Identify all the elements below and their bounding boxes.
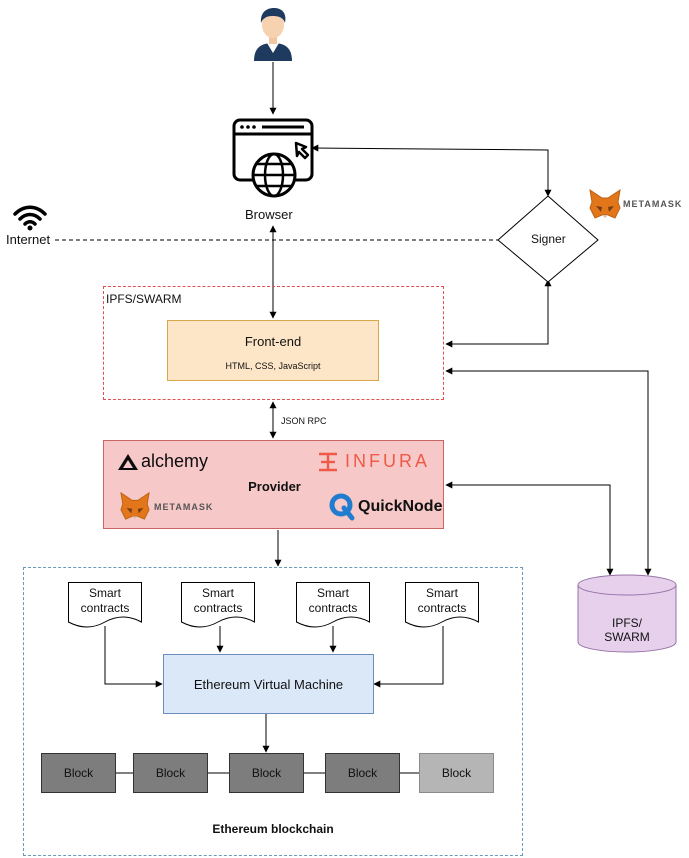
quicknode-logo-icon [329,493,355,521]
contract-label-line1: Smart [425,586,458,600]
ipfs-db-label-line2: SWARM [604,630,650,644]
wifi-icon [13,205,47,231]
contract-label-line1: Smart [201,586,234,600]
document-shape [405,582,479,628]
provider-label: Provider [248,479,301,494]
contract-label-line2: contracts [308,601,358,615]
ethereum-blockchain-group [23,567,523,856]
frontend-subtitle: HTML, CSS, JavaScript [225,361,321,371]
provider-box: alchemy INFURA Provider METAMASK QuickNo… [103,440,444,529]
signer-label: Signer [531,232,566,246]
contract-label-line1: Smart [88,586,121,600]
ipfs-swarm-database-icon [577,574,677,653]
block-3: Block [229,753,304,793]
frontend-box: Front-end HTML, CSS, JavaScript [167,320,379,381]
browser-signer-arrow [311,144,552,197]
provider-db-arrow [445,481,614,576]
ipfs-group-db-arrow [445,367,652,576]
frontend-title: Front-end [244,334,302,349]
contract-label-line2: contracts [80,601,130,615]
browser-window-icon [232,118,314,198]
internet-label: Internet [6,232,51,247]
smart-contract-2: Smart contracts [181,582,255,635]
quicknode-logo-text: QuickNode [358,498,443,515]
metamask-top-label: METAMASK [623,199,683,209]
alchemy-logo-icon [118,454,138,470]
ipfs-swarm-group-label: IPFS/SWARM [106,292,182,306]
block-2: Block [133,753,208,793]
contract-label-line1: Smart [316,586,349,600]
contract-label-line2: contracts [193,601,243,615]
signer-ipfs-arrow [445,279,552,348]
contract1-evm-arrow [104,626,163,688]
metamask-provider-label: METAMASK [154,502,214,512]
ethereum-virtual-machine-box: Ethereum Virtual Machine [163,654,374,714]
ethereum-blockchain-label: Ethereum blockchain [212,822,334,836]
alchemy-logo-text: alchemy [141,451,209,471]
signer-diamond [497,195,599,283]
ipfs-swarm-hosting-group: IPFS/SWARM [103,286,444,400]
block-4: Block [325,753,400,793]
document-shape [181,582,255,628]
json-rpc-label: JSON RPC [281,416,327,426]
contract4-evm-arrow [373,626,444,688]
document-shape [296,582,370,628]
block-1: Block [41,753,116,793]
infura-logo-icon [319,452,337,472]
document-shape [68,582,142,628]
block-5-pending: Block [419,753,494,793]
metamask-provider-fox-icon [120,491,150,520]
metamask-fox-icon [589,188,621,219]
smart-contract-4: Smart contracts [405,582,479,635]
contract-label-line2: contracts [417,601,467,615]
infura-logo-text: INFURA [345,451,430,471]
user-avatar-icon [254,8,292,61]
browser-label: Browser [245,207,293,222]
smart-contract-3: Smart contracts [296,582,370,635]
smart-contract-1: Smart contracts [68,582,142,635]
ipfs-db-label-line1: IPFS/ [611,616,642,630]
